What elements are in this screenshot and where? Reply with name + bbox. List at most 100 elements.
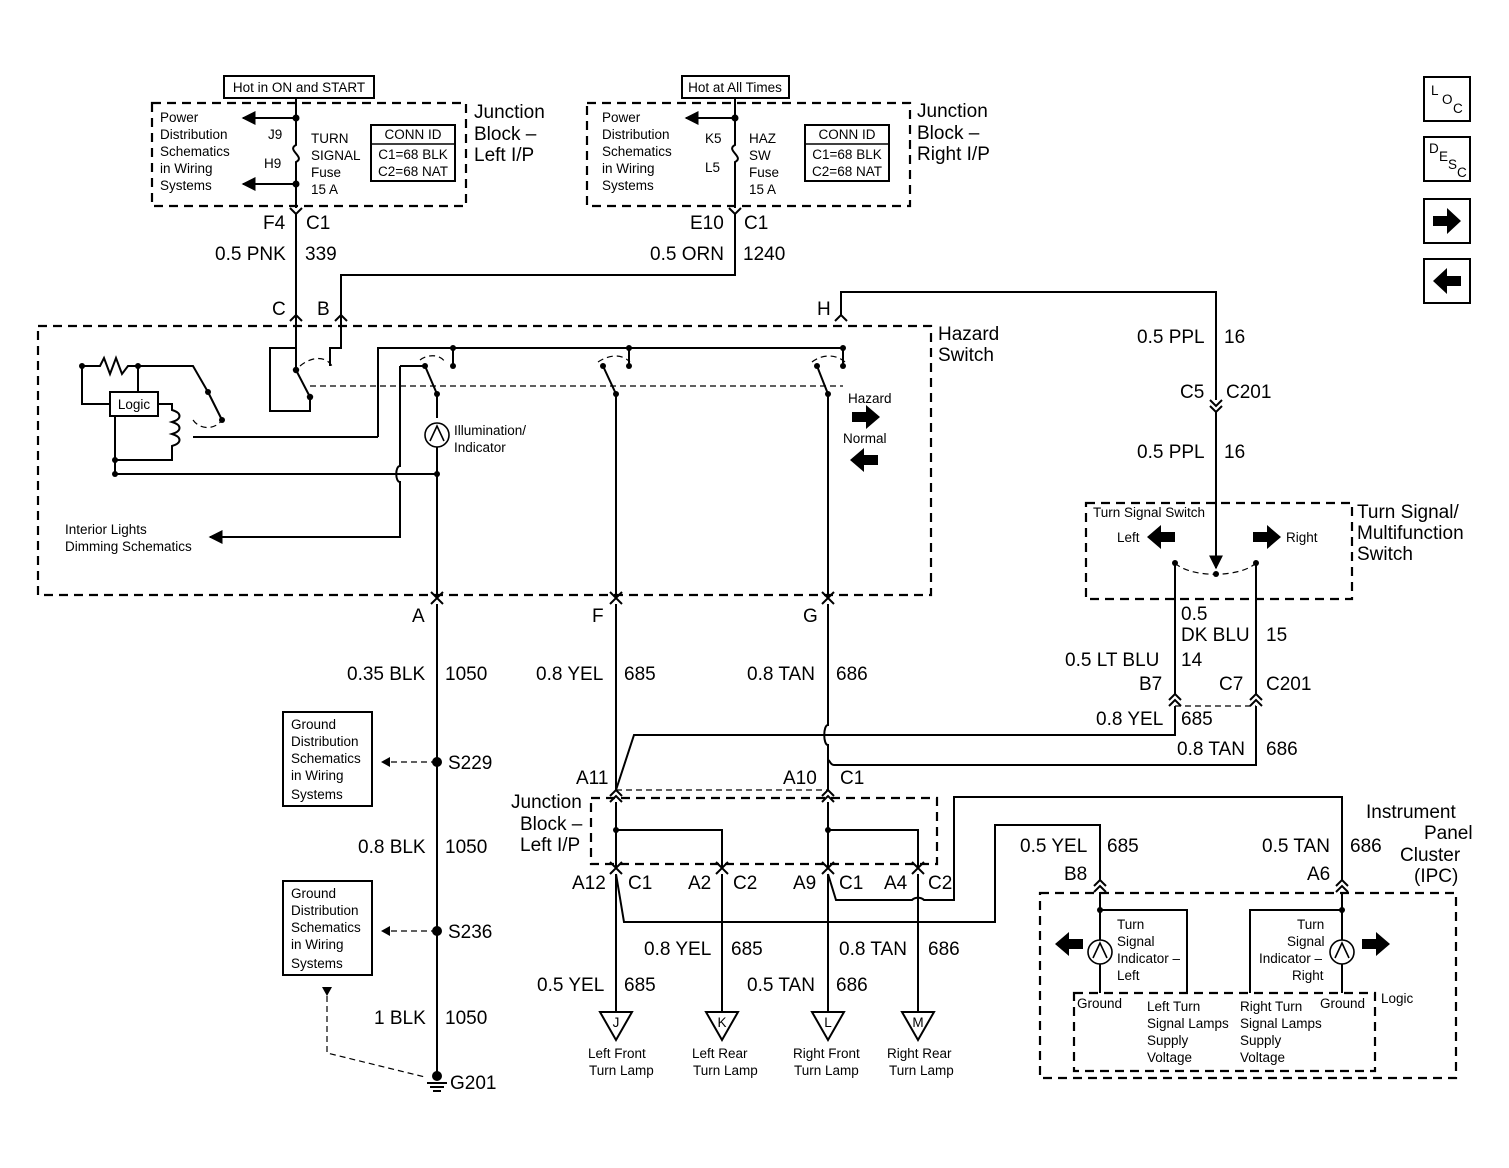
svg-text:in Wiring: in Wiring	[291, 937, 344, 952]
ground-symbol-icon	[427, 1082, 447, 1092]
svg-text:C5: C5	[1180, 382, 1204, 403]
svg-text:Right: Right	[1286, 530, 1318, 545]
svg-text:Panel: Panel	[1424, 823, 1473, 844]
svg-text:0.5 TAN: 0.5 TAN	[747, 975, 815, 996]
svg-text:J9: J9	[268, 127, 282, 142]
wire-685-ts	[615, 706, 1176, 791]
svg-text:Right I/P: Right I/P	[917, 144, 990, 165]
next-page-button[interactable]	[1423, 198, 1471, 244]
svg-text:Voltage: Voltage	[1240, 1050, 1285, 1065]
svg-text:C1: C1	[306, 213, 330, 234]
svg-text:685: 685	[1181, 709, 1213, 730]
svg-text:0.5: 0.5	[1181, 604, 1207, 625]
svg-text:CONN ID: CONN ID	[819, 127, 876, 142]
svg-text:Supply: Supply	[1147, 1033, 1189, 1048]
svg-text:C201: C201	[1226, 382, 1271, 403]
svg-text:685: 685	[1107, 836, 1139, 857]
hot-in-on-start-label: Hot in ON and START	[233, 80, 365, 95]
svg-text:D: D	[1429, 141, 1439, 156]
svg-text:in Wiring: in Wiring	[291, 768, 344, 783]
ground-distribution-box-2	[282, 880, 373, 976]
svg-text:686: 686	[836, 975, 868, 996]
turn-signal-switch: Turn Signal Switch Left Right Turn Signa…	[1065, 501, 1464, 760]
prev-page-button[interactable]	[1423, 258, 1471, 304]
svg-text:Systems: Systems	[602, 178, 654, 193]
svg-text:Illumination/: Illumination/	[454, 423, 526, 438]
svg-text:C1: C1	[744, 213, 768, 234]
svg-text:Indicator: Indicator	[454, 440, 506, 455]
svg-text:Signal: Signal	[1287, 934, 1325, 949]
svg-text:M: M	[912, 1015, 923, 1030]
junction-left-box	[150, 101, 468, 208]
svg-text:Turn Lamp: Turn Lamp	[889, 1063, 954, 1078]
desc-button[interactable]: D E S C	[1423, 136, 1471, 182]
svg-text:A10: A10	[783, 768, 817, 789]
svg-text:C2=68 NAT: C2=68 NAT	[378, 164, 448, 179]
loc-button[interactable]: L O C	[1423, 76, 1471, 122]
svg-text:Indicator –: Indicator –	[1117, 951, 1181, 966]
svg-text:0.5 LT BLU: 0.5 LT BLU	[1065, 650, 1159, 671]
lamp-left-rear: K Left Rear Turn Lamp	[692, 1011, 758, 1078]
svg-text:Multifunction: Multifunction	[1357, 523, 1464, 544]
hazard-switch: Hazard Switch C B H Logic	[36, 299, 999, 627]
svg-text:Ground: Ground	[1320, 996, 1365, 1011]
svg-text:1050: 1050	[445, 664, 487, 685]
right-indicator-arrow-icon	[1362, 932, 1390, 956]
svg-text:Distribution: Distribution	[291, 903, 359, 918]
svg-text:0.5 PPL: 0.5 PPL	[1137, 442, 1205, 463]
svg-text:685: 685	[624, 664, 656, 685]
svg-text:0.5 PPL: 0.5 PPL	[1137, 327, 1205, 348]
ground-distribution-box-1	[282, 711, 373, 807]
arrow-left-icon	[1433, 268, 1461, 294]
svg-text:Left Turn: Left Turn	[1147, 999, 1200, 1014]
svg-text:Fuse: Fuse	[311, 165, 341, 180]
svg-text:Ground: Ground	[1077, 996, 1122, 1011]
svg-text:C1: C1	[628, 873, 652, 894]
left-arrow-icon	[1147, 525, 1175, 549]
svg-text:G: G	[803, 606, 818, 627]
lamp-right-rear: M Right Rear Turn Lamp	[887, 1011, 954, 1078]
svg-text:Distribution: Distribution	[160, 127, 228, 142]
hazard-arrow-icon	[852, 405, 880, 429]
svg-text:Schematics: Schematics	[602, 144, 672, 159]
svg-text:Ground: Ground	[291, 717, 336, 732]
junction-block-left-lower: A11 A10 C1 Junction Block – Left I/P A12…	[511, 768, 960, 1012]
svg-text:16: 16	[1224, 442, 1245, 463]
svg-text:Dimming Schematics: Dimming Schematics	[65, 539, 192, 554]
svg-text:H9: H9	[264, 156, 281, 171]
svg-text:Supply: Supply	[1240, 1033, 1282, 1048]
svg-text:Signal Lamps: Signal Lamps	[1147, 1016, 1229, 1031]
svg-text:Schematics: Schematics	[291, 920, 361, 935]
svg-text:0.8 YEL: 0.8 YEL	[644, 939, 711, 960]
svg-text:Systems: Systems	[291, 787, 343, 802]
svg-text:B: B	[317, 299, 330, 320]
svg-text:Left Rear: Left Rear	[692, 1046, 748, 1061]
arrow-right-icon	[1433, 208, 1461, 234]
svg-text:TURN: TURN	[311, 131, 349, 146]
svg-text:A2: A2	[688, 873, 711, 894]
svg-text:Interior Lights: Interior Lights	[65, 522, 147, 537]
svg-text:339: 339	[305, 244, 337, 265]
svg-text:SIGNAL: SIGNAL	[311, 148, 361, 163]
svg-text:1240: 1240	[743, 244, 785, 265]
svg-text:0.8 TAN: 0.8 TAN	[839, 939, 907, 960]
svg-text:Normal: Normal	[843, 431, 887, 446]
svg-text:Junction: Junction	[511, 792, 582, 813]
svg-text:G201: G201	[450, 1073, 496, 1094]
svg-text:685: 685	[731, 939, 763, 960]
svg-text:B8: B8	[1064, 864, 1087, 885]
svg-text:F4: F4	[263, 213, 286, 234]
svg-text:686: 686	[1350, 836, 1382, 857]
svg-text:Distribution: Distribution	[602, 127, 670, 142]
svg-text:A9: A9	[793, 873, 816, 894]
svg-text:C1=68 BLK: C1=68 BLK	[378, 147, 447, 162]
svg-text:L5: L5	[705, 160, 720, 175]
svg-text:1050: 1050	[445, 1008, 487, 1029]
wire-1240	[340, 214, 736, 315]
svg-text:Left: Left	[1117, 968, 1140, 983]
junction-right-box	[585, 101, 912, 208]
svg-text:Ground: Ground	[291, 886, 336, 901]
svg-text:C7: C7	[1219, 674, 1243, 695]
lamp-right-front: L Right Front Turn Lamp	[793, 1011, 860, 1078]
svg-text:Switch: Switch	[1357, 544, 1413, 565]
